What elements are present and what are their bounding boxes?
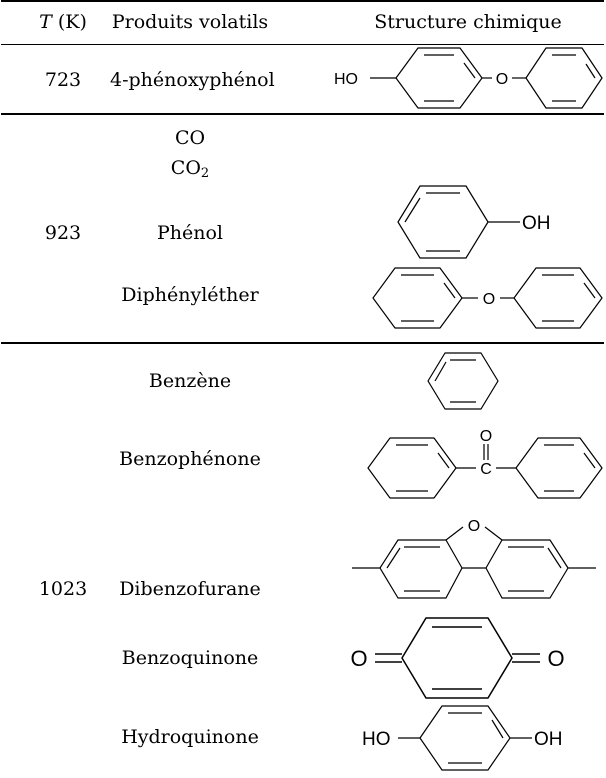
structure-benzophenone — [367, 437, 603, 499]
table-top-rule — [1, 0, 604, 2]
structure-4-phenoxyphenol — [370, 47, 603, 109]
product-4-phenoxyphenol: 4-phénoxyphénol — [110, 69, 275, 91]
label-benzoquinone-o-left: O — [350, 646, 367, 671]
temperature-923: 923 — [44, 222, 82, 244]
label-4-phenoxyphenol-ho: HO — [334, 71, 358, 88]
product-co2: CO2 — [110, 157, 270, 181]
header-products: Produits volatils — [111, 11, 269, 33]
label-benzoquinone-o-right: O — [547, 646, 564, 671]
group-rule-923 — [1, 342, 604, 344]
product-phenol: Phénol — [156, 222, 224, 244]
structure-hydroquinone — [398, 705, 532, 771]
structure-benzene — [427, 352, 499, 410]
header-structure: Structure chimique — [374, 11, 562, 33]
label-benzophenone-o: O — [480, 428, 492, 445]
product-diphenylether: Diphényléther — [121, 284, 259, 306]
temperature-symbol: T — [39, 11, 52, 33]
label-hydroquinone-oh: OH — [534, 729, 563, 750]
header-rule — [1, 44, 604, 45]
product-dibenzofurane: Dibenzofurane — [119, 578, 261, 600]
temperature-unit: (K) — [51, 11, 87, 33]
label-diphenylether-o: O — [483, 291, 495, 308]
structure-dibenzofurane — [352, 526, 596, 599]
structure-diphenylether — [372, 267, 603, 329]
temperature-723: 723 — [44, 69, 82, 91]
product-co: CO — [174, 127, 206, 149]
label-4-phenoxyphenol-o: O — [496, 71, 508, 88]
structure-benzoquinone — [375, 617, 540, 699]
product-co2-base: CO — [170, 157, 201, 179]
product-benzoquinone: Benzoquinone — [121, 647, 259, 669]
header-temperature: T (K) — [0, 11, 126, 33]
product-co2-subscript: 2 — [200, 166, 210, 181]
product-benzene: Benzène — [148, 370, 232, 392]
temperature-1023: 1023 — [38, 578, 88, 600]
label-benzophenone-c: C — [480, 461, 492, 478]
structure-phenol — [397, 185, 520, 259]
group-rule-723 — [1, 113, 604, 115]
label-dibenzofurane-o: O — [468, 518, 480, 535]
product-benzophenone: Benzophénone — [119, 448, 261, 470]
product-hydroquinone: Hydroquinone — [121, 726, 259, 748]
label-phenol-oh: OH — [522, 213, 551, 234]
label-hydroquinone-ho: HO — [362, 729, 391, 750]
